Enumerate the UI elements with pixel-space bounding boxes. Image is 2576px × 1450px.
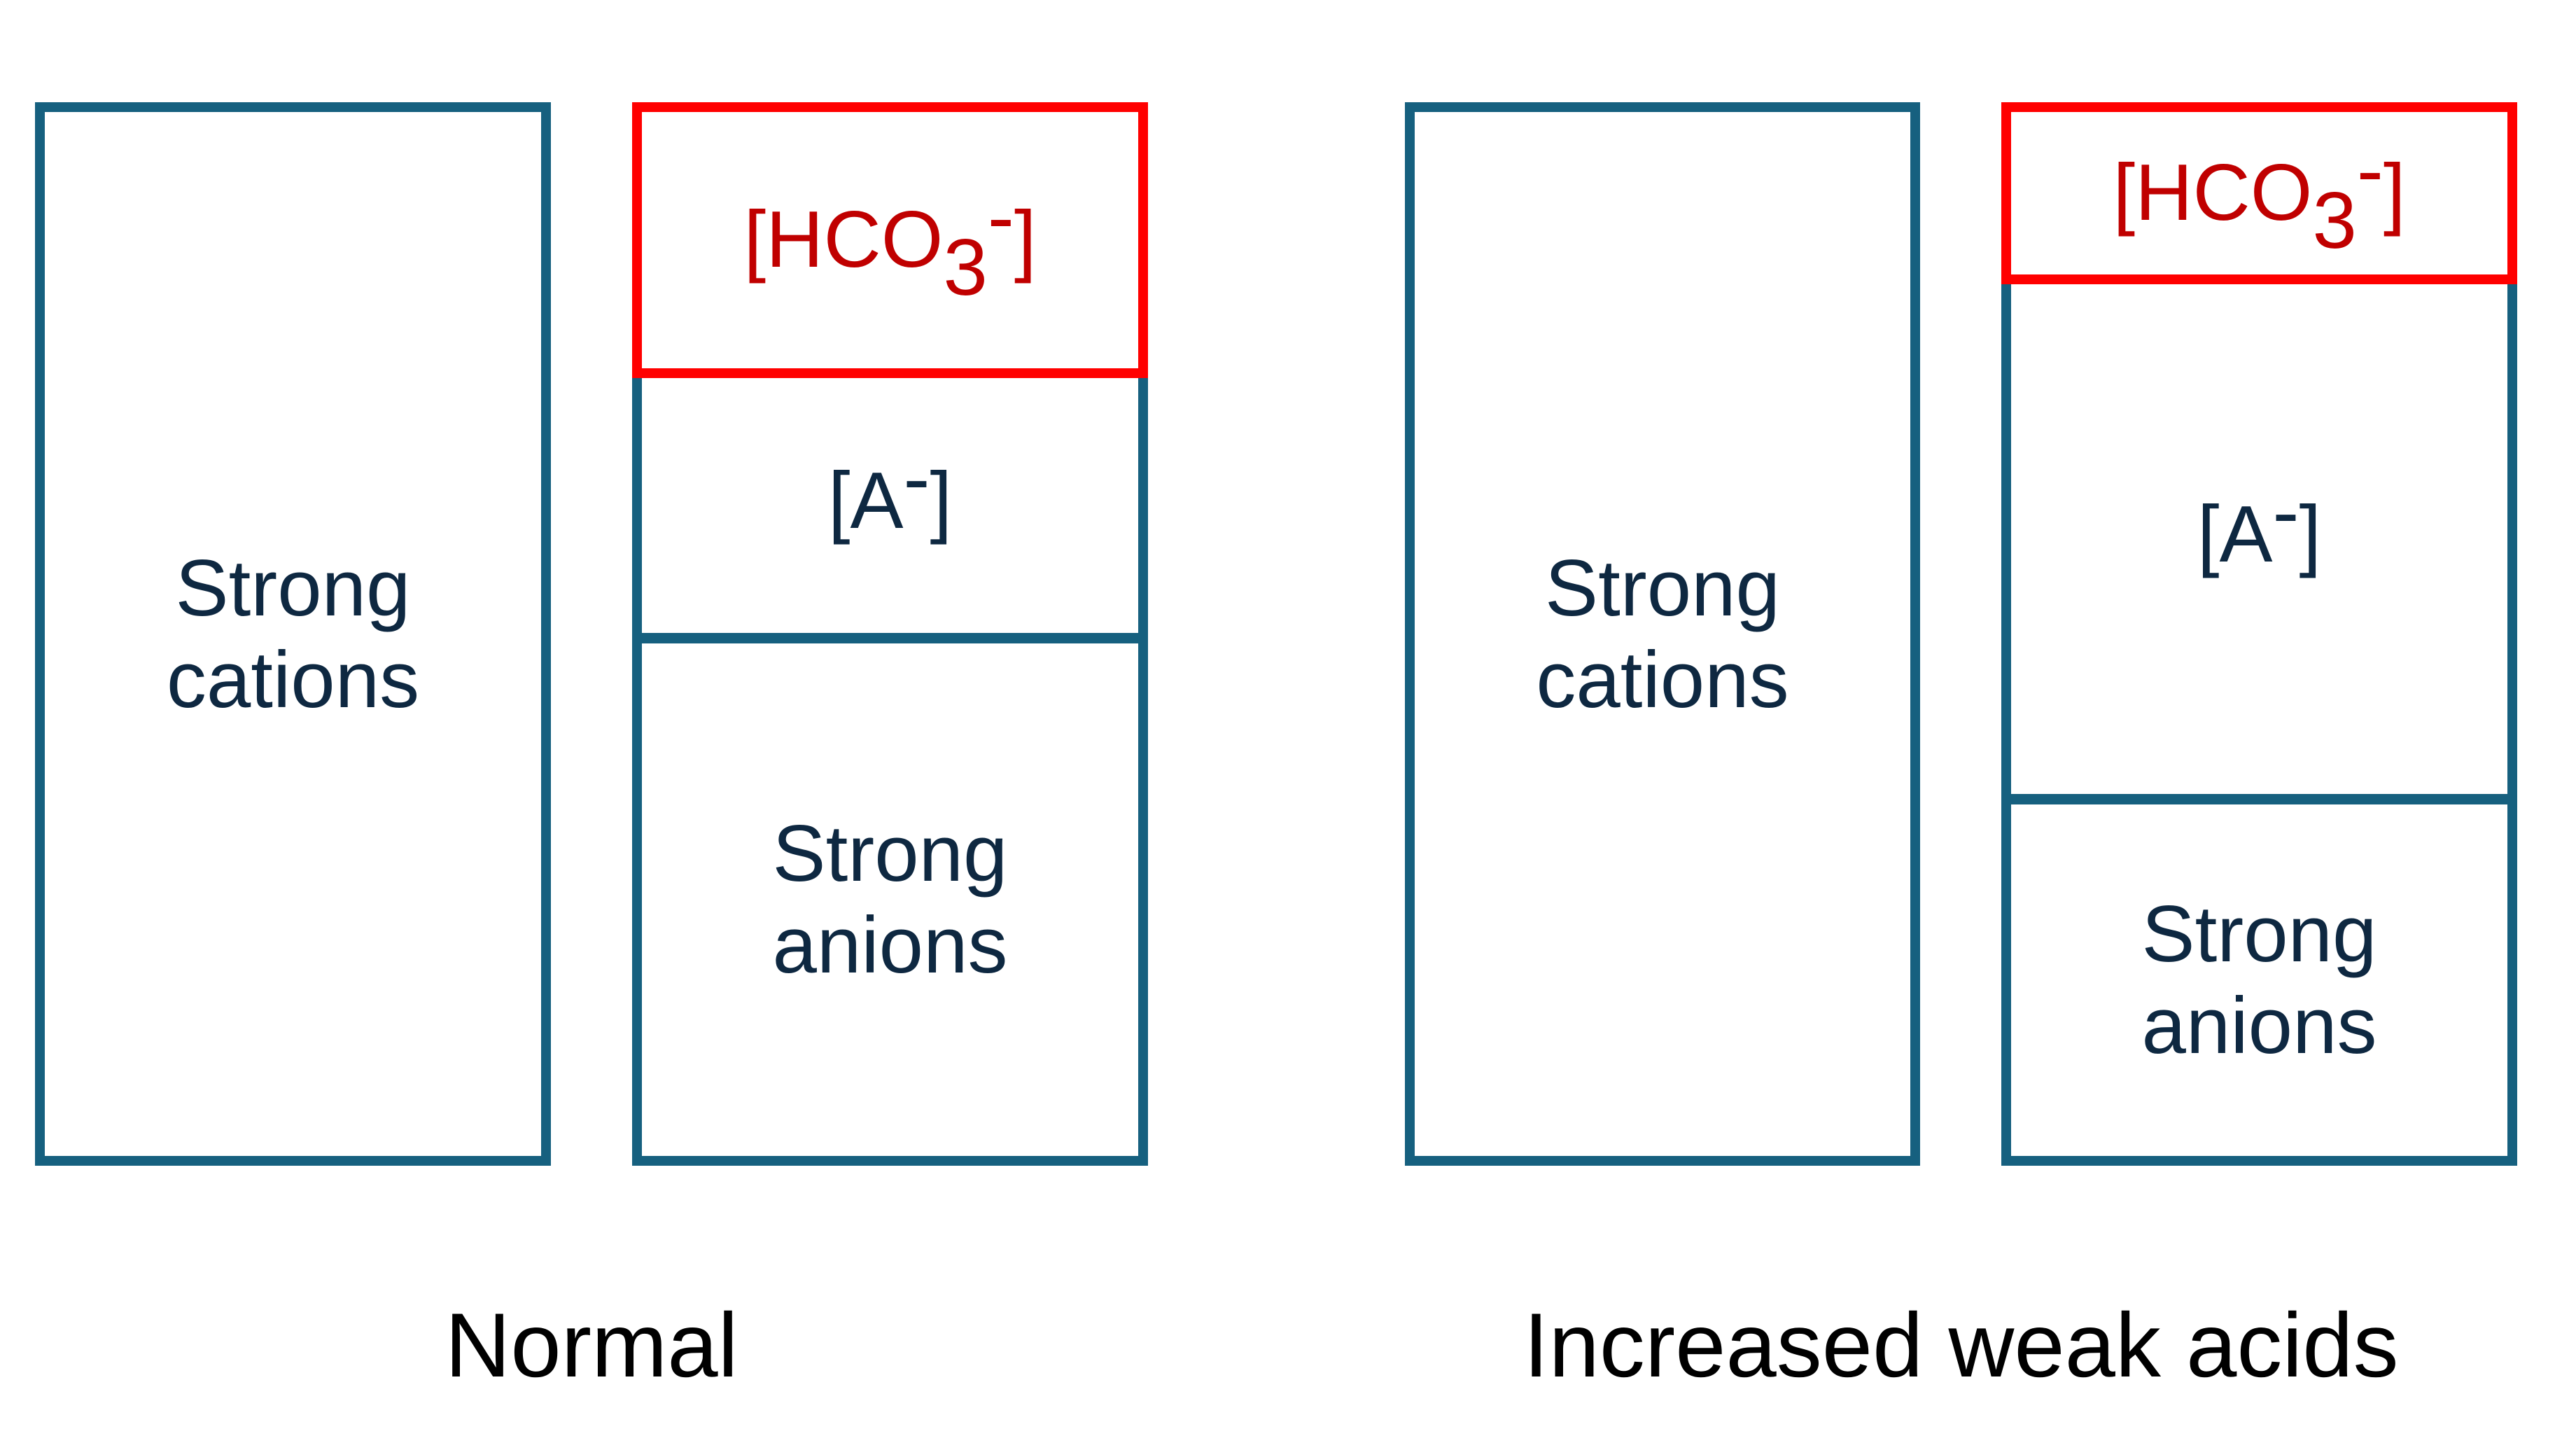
strong-cations-label-line2: cations: [1536, 635, 1789, 725]
weak-acid-anion-label: [A-]: [827, 433, 953, 545]
weak-acid-anion-box: [A-]: [632, 368, 1148, 643]
normal-cations-column: Strong cations: [35, 102, 551, 1166]
strong-cations-box: Strong cations: [1405, 102, 1920, 1166]
strong-cations-label-line1: Strong: [1545, 543, 1780, 633]
strong-anions-label-line1: Strong: [2141, 889, 2377, 979]
normal-caption: Normal: [444, 1294, 738, 1396]
strong-cations-box: Strong cations: [35, 102, 551, 1166]
strong-anions-box: Strong anions: [632, 633, 1148, 1166]
weak-acid-anion-label: [A-]: [2197, 467, 2322, 579]
increased-anions-column: [HCO3-] [A-] Strong anions: [2001, 102, 2517, 1166]
bicarbonate-box: [HCO3-]: [2001, 102, 2517, 284]
strong-cations-label-line2: cations: [166, 635, 420, 725]
bicarbonate-box: [HCO3-]: [632, 102, 1148, 378]
strong-anions-box: Strong anions: [2001, 794, 2517, 1166]
strong-anions-label-line1: Strong: [772, 809, 1008, 898]
increased-cations-column: Strong cations: [1405, 102, 1920, 1166]
strong-anions-label-line2: anions: [2141, 981, 2377, 1071]
bicarbonate-label: [HCO3-]: [743, 173, 1037, 312]
weak-acid-anion-box: [A-]: [2001, 274, 2517, 804]
bicarbonate-label: [HCO3-]: [2113, 126, 2406, 265]
normal-anions-column: [HCO3-] [A-] Strong anions: [632, 102, 1148, 1166]
strong-anions-label-line2: anions: [772, 900, 1008, 990]
increased-weak-acids-caption: Increased weak acids: [1523, 1294, 2399, 1396]
strong-cations-label-line1: Strong: [175, 543, 411, 633]
